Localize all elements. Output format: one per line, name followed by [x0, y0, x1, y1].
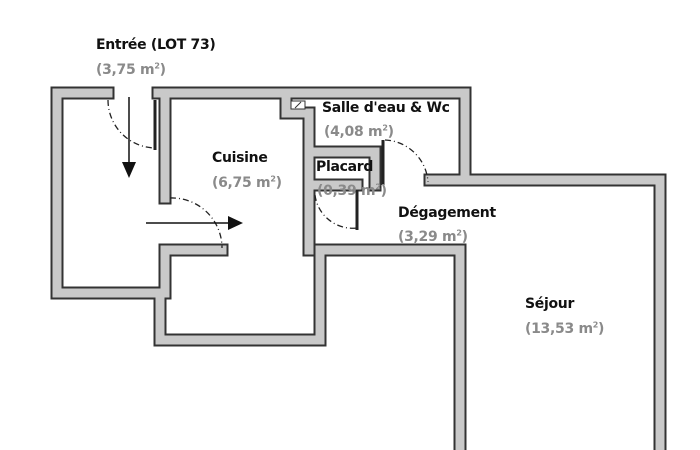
room-area-entree: (3,75 m2)	[96, 61, 166, 78]
room-area-sejour: (13,53 m2)	[525, 320, 605, 337]
room-area-placard: (0,39 m2)	[317, 182, 387, 199]
room-name-placard: Placard	[316, 159, 374, 175]
room-area-cuisine: (6,75 m2)	[212, 174, 282, 191]
room-area-degagement: (3,29 m2)	[398, 228, 468, 245]
wall-fills	[52, 88, 665, 450]
room-name-sejour: Séjour	[525, 296, 575, 312]
room-name-entree: Entrée (LOT 73)	[96, 37, 216, 53]
entry-arrow-icon	[122, 97, 136, 178]
room-area-salle-deau: (4,08 m2)	[324, 123, 394, 140]
kitchen-arrow-icon	[146, 216, 243, 230]
room-name-salle-deau: Salle d'eau & Wc	[322, 100, 450, 116]
door-swings	[107, 99, 429, 249]
room-name-degagement: Dégagement	[398, 205, 496, 221]
room-name-cuisine: Cuisine	[212, 150, 268, 166]
wall-outlines	[50, 86, 667, 450]
